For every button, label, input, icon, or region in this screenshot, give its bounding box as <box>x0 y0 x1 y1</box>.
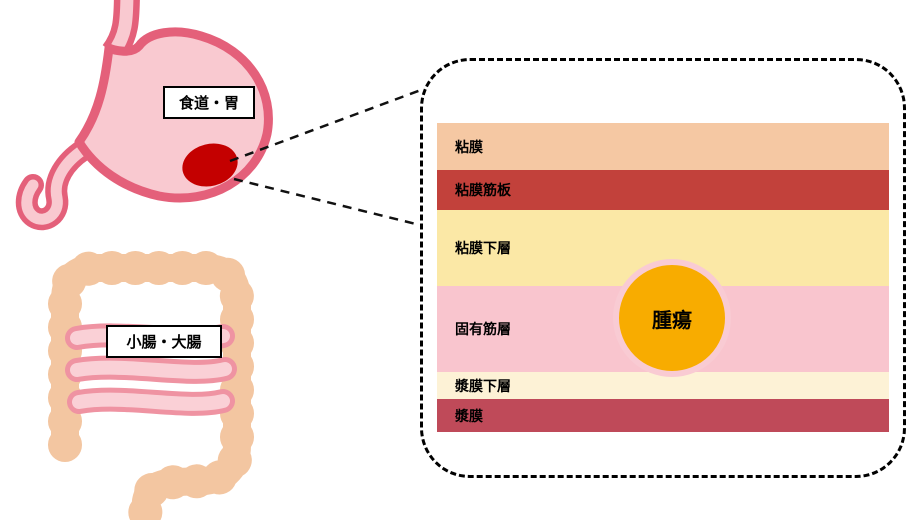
intestine-illustration <box>48 251 254 520</box>
intestine-label-box: 小腸・大腸 <box>106 325 222 358</box>
layer-muscularis-mucosae-label: 粘膜筋板 <box>455 182 511 198</box>
tumor-label: 腫瘍 <box>652 309 692 332</box>
colon-haustra <box>48 251 254 520</box>
stomach-label-text: 食道・胃 <box>178 95 239 112</box>
layer-muscularis-mucosae: 粘膜筋板 <box>437 170 889 210</box>
wall-layers: 粘膜 粘膜筋板 粘膜下層 固有筋層 漿膜下層 漿膜 <box>437 123 889 432</box>
tumor-circle: 腫瘍 <box>613 259 731 377</box>
stomach-label-box: 食道・胃 <box>163 86 255 119</box>
small-intestine-coil-inner <box>72 392 230 411</box>
duodenum-inner <box>21 144 89 225</box>
layer-mucosa: 粘膜 <box>437 123 889 170</box>
small-intestine-coil-inner <box>70 360 232 379</box>
layer-subserosa-label: 漿膜下層 <box>455 377 511 394</box>
layer-serosa: 漿膜 <box>437 399 889 432</box>
layer-submucosa-label: 粘膜下層 <box>455 240 511 256</box>
layer-subserosa: 漿膜下層 <box>437 372 889 399</box>
layer-serosa-label: 漿膜 <box>455 407 483 424</box>
stomach-tumor-spot <box>182 143 238 187</box>
layer-muscularis-propria-label: 固有筋層 <box>455 321 511 337</box>
layer-mucosa-label: 粘膜 <box>455 138 483 155</box>
intestine-label-text: 小腸・大腸 <box>126 334 202 351</box>
